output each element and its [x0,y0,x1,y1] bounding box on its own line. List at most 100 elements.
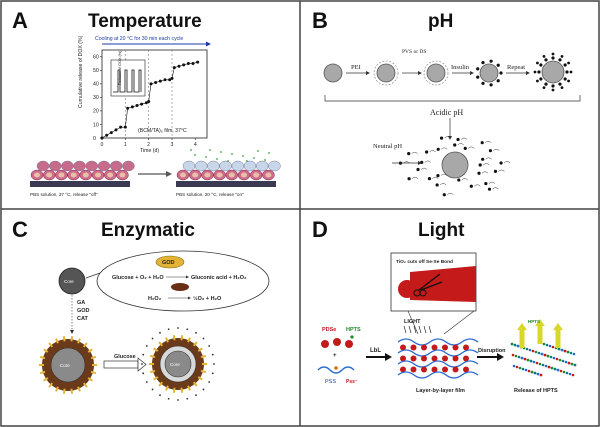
polymer-fragment [447,193,454,195]
released-drug [202,388,205,391]
pdse-particle [421,344,427,351]
release-fragment [510,342,514,346]
panel-d-title: Light [418,220,465,241]
data-point [191,62,195,66]
micelle-top [85,160,99,172]
release-fragment [568,372,572,376]
core-label-top: Core [64,279,74,284]
micelle-top [255,160,269,172]
swollen-core [164,350,192,378]
release-fragment [547,365,551,369]
panel-d: D Light TiO₂ cuts off Se-Se Bond PDSe HP… [312,217,577,394]
release-fragment [549,355,553,359]
released-insulin [478,163,482,167]
release-beam [555,330,561,348]
insulin-dot [558,82,562,86]
panel-b: B pH PEI PVS or DS Insulin Repeat [312,8,581,197]
enzyme-spike [149,369,156,374]
light-ray [428,325,432,334]
micelle-top [97,160,111,172]
multilayer-particle [541,60,565,84]
data-point [140,102,144,106]
data-point [100,136,104,140]
released-drug [142,353,145,356]
enzyme-spike [165,385,169,391]
polymer-fragment [432,176,439,179]
released-insulin [457,178,461,182]
x-tick-label: 3 [171,142,174,148]
release-fragment [564,360,568,364]
coat-cat: CAT [77,316,89,322]
release-fragment [557,347,561,351]
release-fragment [546,354,550,358]
enzyme-spike [43,377,49,382]
release-fragment [542,342,546,346]
release-fragment [562,370,566,374]
data-point [186,62,190,66]
enzyme-spike [153,347,159,352]
data-point [130,105,134,109]
release-fragment [517,355,521,359]
inset-chart [110,59,146,97]
insulin-dot [536,79,539,83]
insulin-dot [567,61,570,65]
pss-layer [397,360,479,368]
release-fragment [563,349,567,353]
insulin-dot [551,52,555,56]
released-drug [159,331,161,334]
polymer-fragment [411,176,419,179]
data-point [114,128,118,132]
step-pei: PEI [351,64,361,71]
polymer-fragment [429,150,436,153]
insulin-dot [496,79,500,83]
pdse-molecule [333,338,341,346]
enzyme-spike [55,386,59,392]
pdse-particle [410,344,417,351]
pdse-particle [421,366,427,373]
polymer-fragment [444,136,451,139]
enzyme-spike [39,355,46,360]
x-tick-label: 2 [147,142,150,148]
pdse-particle [442,344,448,351]
polymer-fragment [485,157,492,160]
step-repeat: Repeat [507,64,525,71]
enzyme-spike [70,336,74,342]
release-fragment [530,370,534,374]
disruption-label: Disruption [478,348,506,354]
released-drug [264,159,266,161]
chart-y-label: Cumulative release of DOX (%) [78,35,84,108]
release-fragment [539,373,543,377]
pdse-particle [400,344,406,351]
released-drug [257,150,259,152]
enzyme-spike [165,337,169,343]
panel-c-title: Enzymatic [101,220,195,241]
release-fragment [567,361,571,365]
released-insulin [463,146,467,150]
pdse-particle [463,355,469,362]
enzyme-spike [180,387,184,393]
y-tick-label: 0 [93,136,96,142]
film-label: Layer-by-layer film [416,388,465,394]
released-drug [253,157,255,159]
enzyme-spike [48,382,54,388]
reaction-oval [96,250,270,312]
panel-a-letter: A [12,8,28,33]
release-fragment [551,345,555,349]
release-beam-head [517,323,527,330]
data-point [182,63,186,67]
coated-core [50,347,86,383]
insulin-dot [539,63,543,67]
step-insulin: Insulin [451,64,470,71]
release-fragment [545,343,549,347]
pss-layer [397,371,479,379]
micelle-top [194,160,208,172]
pvs-layer [423,60,449,86]
released-insulin [477,171,481,175]
pdse-particle [463,366,469,373]
panel-d-letter: D [312,217,328,242]
released-insulin [499,161,503,165]
released-drug [220,151,222,153]
data-point [105,133,109,137]
release-fragment [525,347,529,351]
insulin-dot [536,61,539,65]
